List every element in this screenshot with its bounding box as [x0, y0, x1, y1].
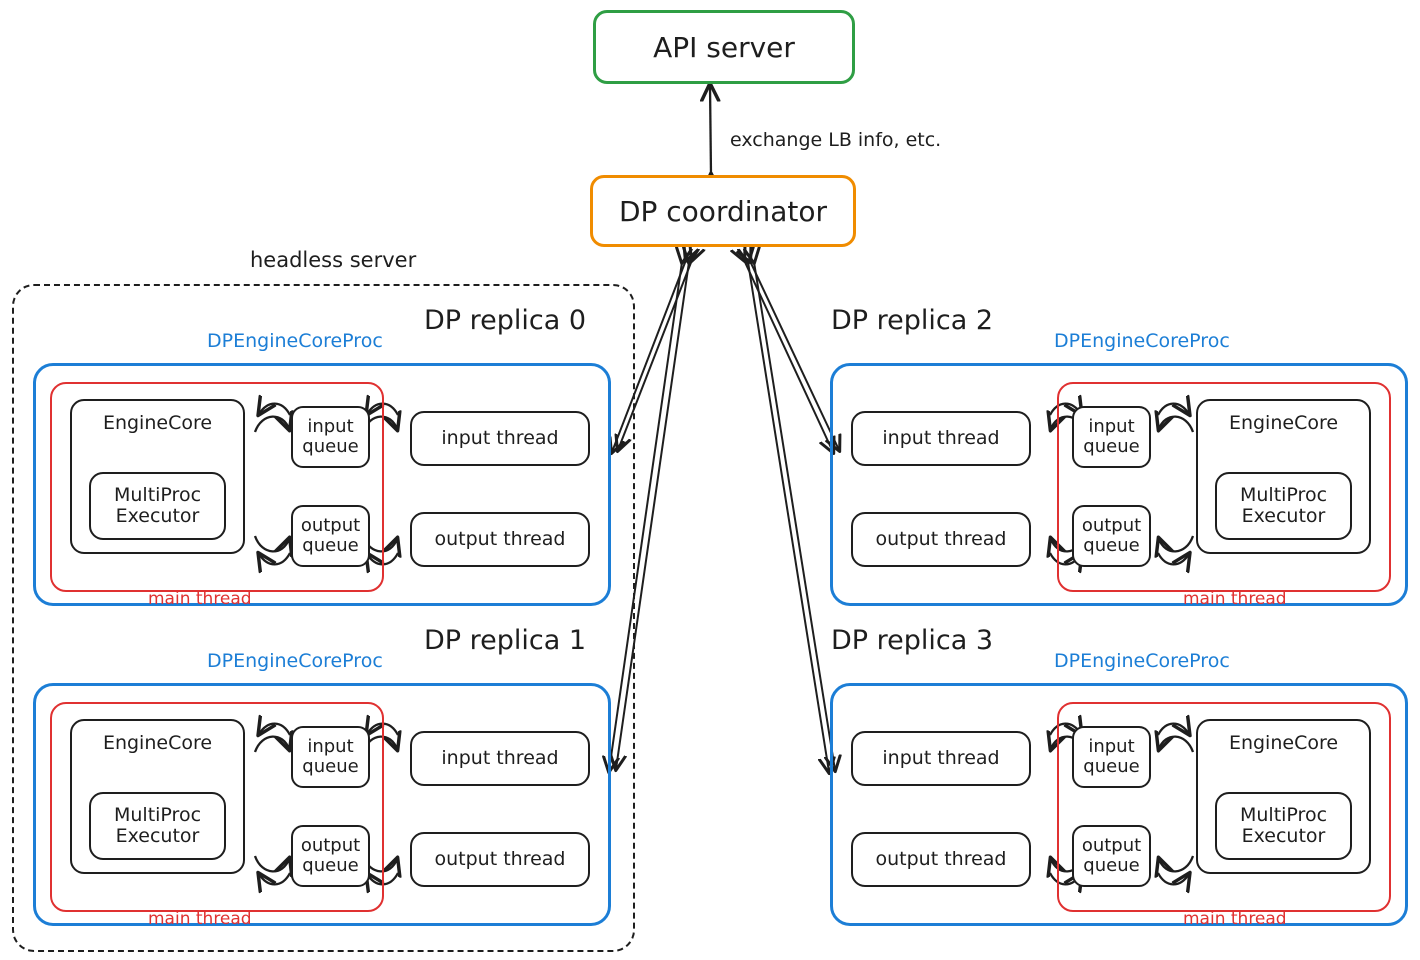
replica-0-output-thread[interactable]: output thread: [410, 512, 590, 567]
replica-3-input-queue[interactable]: input queue: [1072, 726, 1151, 788]
replica-0-input-queue[interactable]: input queue: [291, 406, 370, 468]
replica-1-enginecore-label: EngineCore: [102, 732, 213, 754]
replica-3-process-frame: [830, 683, 1408, 926]
replica-2-multiproc-executor[interactable]: MultiProc Executor: [1215, 472, 1352, 540]
replica-3-multiproc-executor[interactable]: MultiProc Executor: [1215, 792, 1352, 860]
replica-3-mpexec-line1: MultiProc: [1239, 803, 1328, 826]
replica-2-output-queue[interactable]: output queue: [1072, 505, 1151, 567]
replica-1-output-thread[interactable]: output thread: [410, 832, 590, 887]
replica-1-main-thread-label: main thread: [148, 909, 252, 929]
edge-coordinator-replica-3: [748, 262, 835, 772]
replica-0-input-thread[interactable]: input thread: [410, 411, 590, 466]
edge-coordinator-api: [710, 85, 711, 175]
replica-3-main-thread-frame: [1057, 702, 1391, 912]
replica-1-output-thread-label: output thread: [434, 847, 566, 870]
replica-3-input-thread[interactable]: input thread: [851, 731, 1031, 786]
replica-3-input-queue-line1: input: [1088, 735, 1135, 757]
replica-3-output-thread-label: output thread: [875, 847, 1007, 870]
replica-0-output-queue[interactable]: output queue: [291, 505, 370, 567]
replica-1-input-thread[interactable]: input thread: [410, 731, 590, 786]
replica-1-multiproc-executor[interactable]: MultiProc Executor: [89, 792, 226, 860]
replica-0-process-frame: [33, 363, 611, 606]
replica-3-main-thread-label: main thread: [1183, 909, 1287, 929]
replica-0-mpexec-line2: Executor: [115, 505, 200, 527]
replica-2-main-thread-label: main thread: [1183, 589, 1287, 609]
replica-0-input-queue-line1: input: [307, 415, 354, 437]
replica-3-output-queue-line2: queue: [1083, 855, 1140, 876]
replica-2-enginecore-label: EngineCore: [1228, 412, 1339, 434]
replica-2-main-thread-frame: [1057, 382, 1391, 592]
api-server-label: API server: [653, 30, 795, 64]
replica-2-process-frame: [830, 363, 1408, 606]
replica-1-mpexec-line2: Executor: [115, 825, 200, 847]
replica-2-output-queue-line1: output: [1081, 514, 1142, 536]
replica-1-output-queue-line1: output: [300, 834, 361, 856]
replica-1-output-queue-line2: queue: [302, 855, 359, 876]
replica-3-process-label: DPEngineCoreProc: [1054, 650, 1230, 672]
replica-2-title: DP replica 2: [831, 305, 994, 336]
replica-0-title: DP replica 0: [424, 305, 587, 336]
replica-0-output-queue-line1: output: [300, 514, 361, 536]
replica-3-input-queue-line2: queue: [1083, 756, 1140, 777]
replica-1-input-queue-line1: input: [307, 735, 354, 757]
replica-2-input-thread-label: input thread: [882, 426, 1000, 449]
replica-0-output-thread-label: output thread: [434, 527, 566, 550]
replica-0-multiproc-executor[interactable]: MultiProc Executor: [89, 472, 226, 540]
replica-1-main-thread-frame: [50, 702, 384, 912]
replica-0-main-thread-frame: [50, 382, 384, 592]
replica-0-input-thread-label: input thread: [441, 426, 559, 449]
replica-0-main-thread-label: main thread: [148, 589, 252, 609]
replica-1-mpexec-line1: MultiProc: [113, 803, 202, 826]
replica-1-process-label: DPEngineCoreProc: [207, 650, 383, 672]
replica-3-enginecore-label: EngineCore: [1228, 732, 1339, 754]
replica-2-mpexec-line2: Executor: [1241, 505, 1326, 527]
replica-0-input-queue-line2: queue: [302, 436, 359, 457]
replica-2-mpexec-line1: MultiProc: [1239, 483, 1328, 506]
replica-3-output-thread[interactable]: output thread: [851, 832, 1031, 887]
replica-2-input-queue-line1: input: [1088, 415, 1135, 437]
replica-2-input-thread[interactable]: input thread: [851, 411, 1031, 466]
edge-coordinator-replica-2: [744, 260, 839, 452]
replica-2-process-label: DPEngineCoreProc: [1054, 330, 1230, 352]
replica-2-output-queue-line2: queue: [1083, 535, 1140, 556]
replica-2-input-queue-line2: queue: [1083, 436, 1140, 457]
replica-0-enginecore-label: EngineCore: [102, 412, 213, 434]
headless-server-label: headless server: [250, 248, 417, 272]
replica-3-mpexec-line2: Executor: [1241, 825, 1326, 847]
dp-coordinator-label: DP coordinator: [618, 194, 828, 228]
dp-coordinator-node[interactable]: DP coordinator: [590, 175, 856, 247]
replica-1-output-queue[interactable]: output queue: [291, 825, 370, 887]
replica-1-input-queue[interactable]: input queue: [291, 726, 370, 788]
replica-2-output-thread[interactable]: output thread: [851, 512, 1031, 567]
replica-0-process-label: DPEngineCoreProc: [207, 330, 383, 352]
replica-2-output-thread-label: output thread: [875, 527, 1007, 550]
replica-0-output-queue-line2: queue: [302, 535, 359, 556]
replica-0-mpexec-line1: MultiProc: [113, 483, 202, 506]
replica-2-input-queue[interactable]: input queue: [1072, 406, 1151, 468]
replica-3-output-queue-line1: output: [1081, 834, 1142, 856]
replica-1-title: DP replica 1: [424, 625, 587, 656]
edge-label-exchange-lb-info: exchange LB info, etc.: [730, 129, 942, 151]
api-server-node[interactable]: API server: [593, 10, 855, 84]
replica-3-input-thread-label: input thread: [882, 746, 1000, 769]
replica-3-output-queue[interactable]: output queue: [1072, 825, 1151, 887]
replica-1-input-queue-line2: queue: [302, 756, 359, 777]
replica-1-process-frame: [33, 683, 611, 926]
replica-1-input-thread-label: input thread: [441, 746, 559, 769]
replica-3-title: DP replica 3: [831, 625, 994, 656]
headless-server-group: [12, 284, 635, 952]
